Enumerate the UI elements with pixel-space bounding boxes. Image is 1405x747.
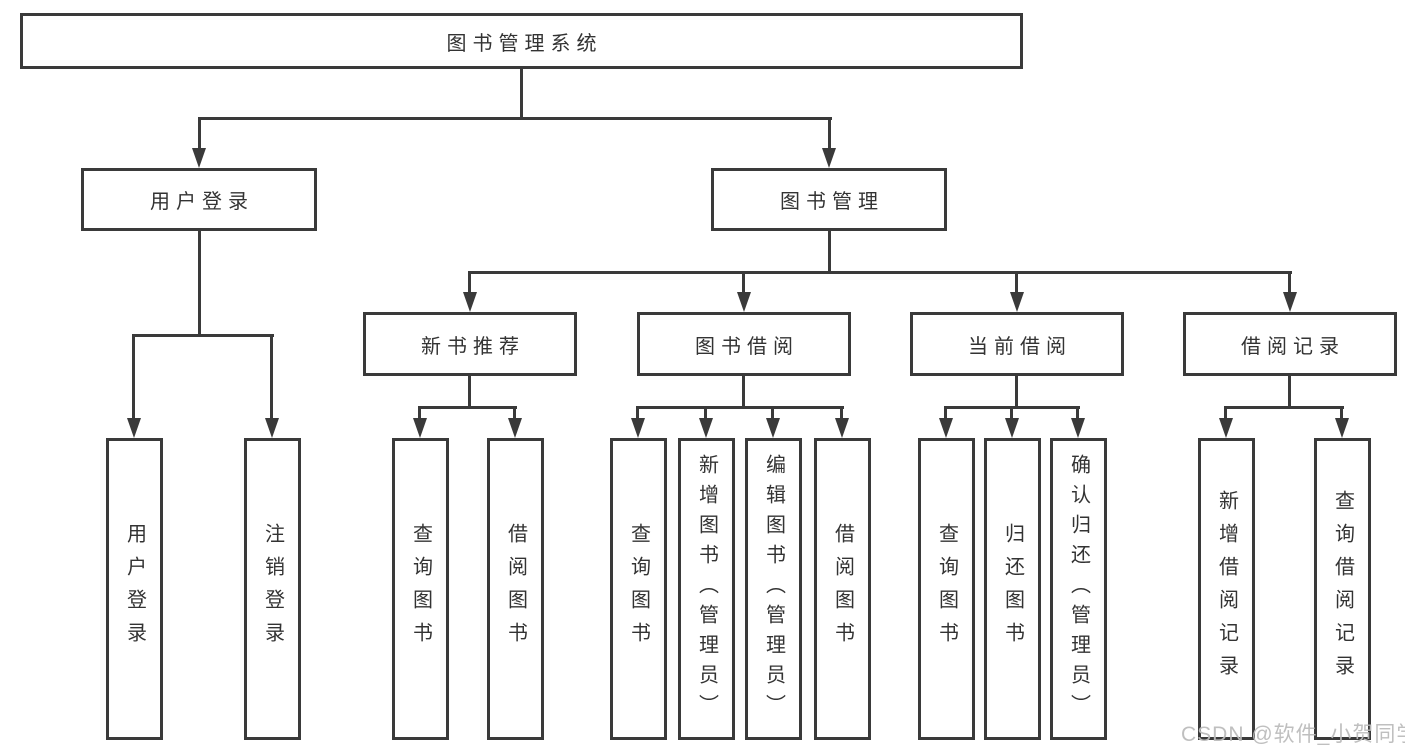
- connector-line-v: [742, 271, 745, 294]
- connector-line-h: [636, 406, 844, 409]
- node-label: 用户登录: [123, 523, 146, 655]
- arrow-down-icon: [766, 418, 780, 438]
- leaf-query-books-rec: 查询图书: [392, 438, 449, 740]
- connector-line-h: [468, 271, 1292, 274]
- connector-line-v: [1015, 271, 1018, 294]
- connector-line-v: [270, 334, 273, 420]
- leaf-return-book: 归还图书: [984, 438, 1041, 740]
- arrow-down-icon: [737, 292, 751, 312]
- connector-line-v: [828, 231, 831, 274]
- node-label: 图书借阅: [695, 335, 799, 358]
- connector-line-v: [840, 406, 843, 420]
- node-book-borrow: 图书借阅: [637, 312, 851, 376]
- arrow-down-icon: [192, 148, 206, 168]
- node-label: 图书管理: [780, 191, 884, 213]
- node-current-borrow: 当前借阅: [910, 312, 1124, 376]
- connector-line-v: [1015, 376, 1018, 408]
- node-label: 归还图书: [1001, 523, 1024, 655]
- leaf-query-borrow-record: 查询借阅记录: [1314, 438, 1371, 740]
- node-label: 图书管理系统: [446, 32, 603, 55]
- leaf-borrow-books-rec: 借阅图书: [487, 438, 544, 740]
- leaf-add-borrow-record: 新增借阅记录: [1198, 438, 1255, 740]
- connector-line-v: [742, 376, 745, 408]
- arrow-down-icon: [1071, 418, 1085, 438]
- node-label: 借阅记录: [1241, 335, 1345, 358]
- arrow-down-icon: [1219, 418, 1233, 438]
- node-new-book-rec: 新书推荐: [363, 312, 577, 376]
- node-root: 图书管理系统: [20, 13, 1023, 69]
- leaf-edit-book-admin: 编辑图书（管理员）: [745, 438, 802, 740]
- connector-line-v: [1288, 376, 1291, 408]
- leaf-user-login: 用户登录: [106, 438, 163, 740]
- connector-line-v: [944, 406, 947, 420]
- connector-line-h: [1224, 406, 1344, 409]
- connector-line-v: [132, 334, 135, 420]
- node-label: 当前借阅: [968, 335, 1072, 358]
- node-label: 注销登录: [261, 523, 284, 655]
- connector-line-h: [418, 406, 517, 409]
- leaf-logout: 注销登录: [244, 438, 301, 740]
- connector-line-v: [704, 406, 707, 420]
- node-label: 查询借阅记录: [1331, 490, 1354, 688]
- leaf-query-books-borrow: 查询图书: [610, 438, 667, 740]
- node-label: 新书推荐: [421, 335, 525, 358]
- connector-line-v: [1076, 406, 1079, 420]
- node-label: 用户登录: [150, 191, 254, 213]
- node-book-mgmt: 图书管理: [711, 168, 947, 231]
- connector-line-v: [468, 376, 471, 408]
- node-label: 确认归还（管理员）: [1067, 454, 1090, 724]
- node-label: 查询图书: [409, 523, 432, 655]
- node-label: 借阅图书: [831, 523, 854, 655]
- node-label: 新增图书（管理员）: [695, 454, 718, 724]
- connector-line-v: [636, 406, 639, 420]
- arrow-down-icon: [265, 418, 279, 438]
- leaf-borrow-books: 借阅图书: [814, 438, 871, 740]
- leaf-query-books-current: 查询图书: [918, 438, 975, 740]
- arrow-down-icon: [835, 418, 849, 438]
- watermark: CSDN @软件_小贺同学: [1181, 723, 1405, 746]
- arrow-down-icon: [413, 418, 427, 438]
- leaf-add-book-admin: 新增图书（管理员）: [678, 438, 735, 740]
- arrow-down-icon: [508, 418, 522, 438]
- arrow-down-icon: [939, 418, 953, 438]
- arrow-down-icon: [127, 418, 141, 438]
- connector-line-v: [468, 271, 471, 294]
- node-label: 编辑图书（管理员）: [762, 454, 785, 724]
- arrow-down-icon: [699, 418, 713, 438]
- connector-line-v: [418, 406, 421, 420]
- connector-line-h: [132, 334, 274, 337]
- node-borrow-records: 借阅记录: [1183, 312, 1397, 376]
- connector-line-h: [198, 117, 832, 120]
- arrow-down-icon: [1005, 418, 1019, 438]
- arrow-down-icon: [1010, 292, 1024, 312]
- arrow-down-icon: [631, 418, 645, 438]
- connector-line-v: [1288, 271, 1291, 294]
- connector-line-v: [771, 406, 774, 420]
- arrow-down-icon: [463, 292, 477, 312]
- node-label: 查询图书: [627, 523, 650, 655]
- connector-line-v: [513, 406, 516, 420]
- leaf-confirm-return-admin: 确认归还（管理员）: [1050, 438, 1107, 740]
- connector-line-v: [828, 117, 831, 150]
- connector-line-v: [198, 117, 201, 150]
- connector-line-v: [520, 69, 523, 118]
- connector-line-v: [1340, 406, 1343, 420]
- node-label: 查询图书: [935, 523, 958, 655]
- connector-line-v: [1010, 406, 1013, 420]
- connector-line-v: [1224, 406, 1227, 420]
- arrow-down-icon: [822, 148, 836, 168]
- arrow-down-icon: [1335, 418, 1349, 438]
- arrow-down-icon: [1283, 292, 1297, 312]
- node-user-login: 用户登录: [81, 168, 317, 231]
- node-label: 借阅图书: [504, 523, 527, 655]
- connector-line-v: [198, 231, 201, 335]
- node-label: 新增借阅记录: [1215, 490, 1238, 688]
